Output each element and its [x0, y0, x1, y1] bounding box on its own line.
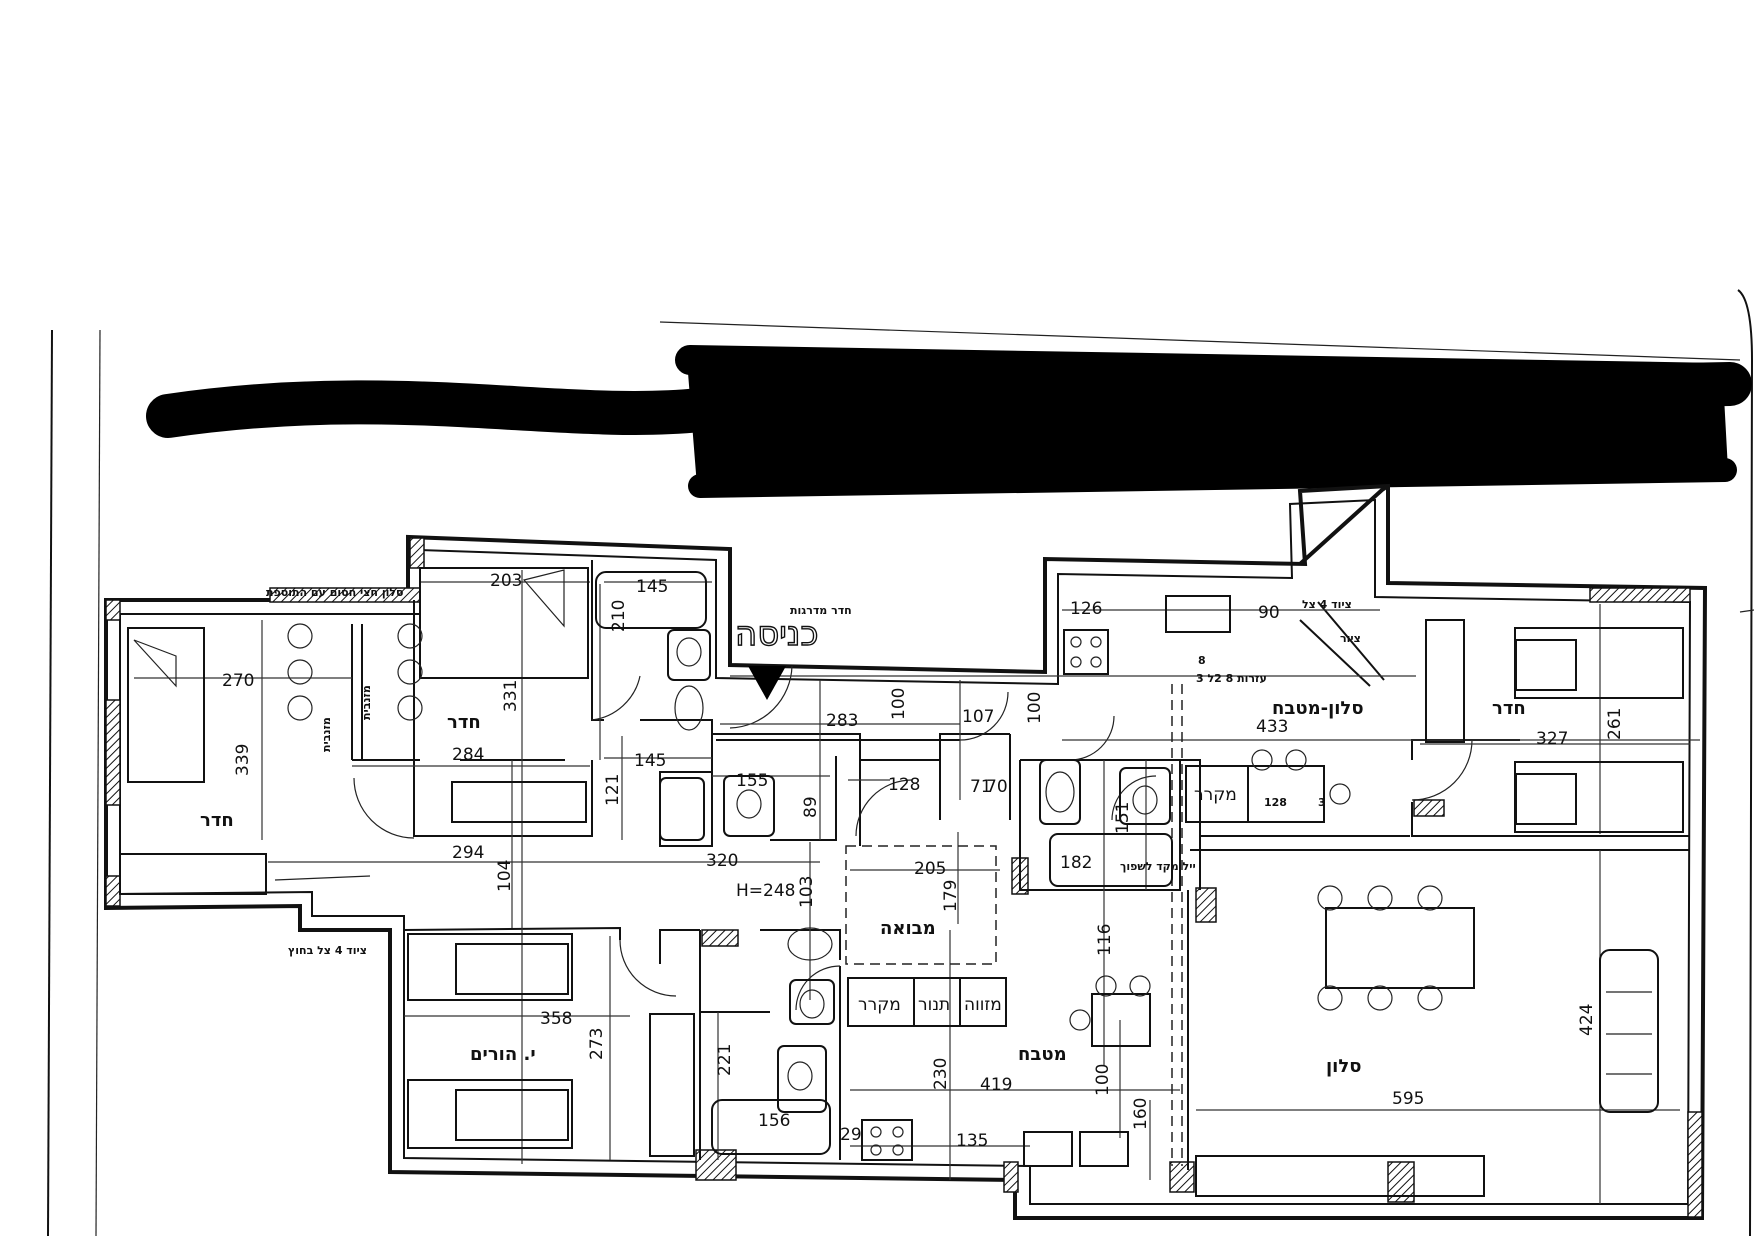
dim-89: 89	[801, 796, 821, 818]
dim-126: 126	[1070, 599, 1102, 619]
dim-90: 90	[1258, 603, 1280, 623]
room-label-kitchen: מטבח	[1018, 1044, 1067, 1065]
dim-261: 261	[1605, 708, 1625, 740]
dim-145: 145	[636, 577, 668, 597]
note-outdoor-unit: ציוד 4 צל בחוץ	[288, 944, 367, 957]
room-label-living: סלון	[1326, 1056, 1361, 1077]
dimension-lines	[134, 570, 1700, 1204]
dim-273: 273	[587, 1028, 607, 1060]
dim-29: 29	[840, 1125, 862, 1145]
note-3: 3	[1318, 796, 1326, 809]
dim-121: 121	[603, 774, 623, 806]
room-label-east: חדר	[1492, 698, 1526, 719]
note-living-semi: סלון חצי חסום עם התוספת	[266, 586, 404, 599]
dashed-lines	[845, 684, 1183, 1166]
room-label-entry-hall: מבואה	[880, 918, 936, 939]
dim-155: 155	[736, 771, 768, 791]
room-label-living-kitchen: סלון-מטבח	[1272, 698, 1364, 719]
oven-label: תנור	[918, 995, 950, 1015]
dim-294: 294	[452, 843, 484, 863]
dim-284: 284	[452, 745, 484, 765]
dim-182: 182	[1060, 853, 1092, 873]
dim-595: 595	[1392, 1089, 1424, 1109]
dim-327: 327	[1536, 729, 1568, 749]
fridge-label-upper: מקרר	[1194, 785, 1237, 805]
room-labels: כניסה חדר חדר חדר סלון-מטבח מבואה מטבח ס…	[200, 613, 1526, 1077]
room-label-north: חדר	[447, 712, 481, 733]
dim-135: 135	[956, 1131, 988, 1151]
dim-100-c: 100	[1093, 1064, 1113, 1096]
note-equipment-north: ציוד 4 צל	[1302, 598, 1352, 611]
dim-419: 419	[980, 1075, 1012, 1095]
height-label: H=248	[736, 881, 795, 901]
dim-151: 151	[1113, 802, 1133, 834]
kitchen-counters	[847, 765, 1325, 1027]
dim-103: 103	[797, 876, 817, 908]
dim-104: 104	[495, 860, 515, 892]
entrance-label: כניסה	[735, 614, 818, 654]
dim-424: 424	[1577, 1004, 1597, 1036]
dim-160: 160	[1131, 1098, 1151, 1130]
dim-320: 320	[706, 851, 738, 871]
dim-128: 128	[888, 775, 920, 795]
dim-270: 270	[222, 671, 254, 691]
note-wardrobe-a: מזנבית	[360, 685, 373, 720]
room-label-west: חדר	[200, 810, 234, 831]
room-label-parents: י. הורים	[470, 1044, 536, 1065]
dim-283: 283	[826, 711, 858, 731]
entrance-arrow-icon	[748, 666, 786, 700]
stoves	[861, 629, 1109, 1161]
dim-179: 179	[941, 880, 961, 912]
dim-71: 71	[970, 777, 992, 797]
sanitary-fixtures	[595, 571, 1231, 1167]
dim-107: 107	[962, 707, 994, 727]
dim-433: 433	[1256, 717, 1288, 737]
dim-100: 100	[889, 688, 909, 720]
note-stairwell: חדר מדרגות	[790, 604, 852, 617]
dim-203: 203	[490, 571, 522, 591]
dimension-labels: 203 145 270 339 331 284 210 145 121 155 …	[222, 571, 1625, 1151]
exterior-walls	[104, 483, 1708, 1220]
fixture-labels: מקרר מקרר תנור מזווה	[858, 785, 1237, 1015]
note-service: 3 עזרות 8 2ל	[1196, 672, 1267, 685]
fridge-label-lower: מקרר	[858, 995, 901, 1015]
dim-145-b: 145	[634, 751, 666, 771]
dim-230: 230	[931, 1058, 951, 1090]
dim-100-b: 100	[1025, 692, 1045, 724]
dim-331: 331	[501, 680, 521, 712]
sheet-border	[47, 289, 1754, 1237]
dim-70: 70	[986, 777, 1008, 797]
note-128: 128	[1264, 796, 1287, 809]
note-labels: חדר מדרגות סלון חצי חסום עם התוספת ציוד …	[266, 586, 1361, 957]
dim-210: 210	[609, 600, 629, 632]
note-balcony: ציור	[1340, 632, 1361, 645]
note-laundry: ייל מקד לשפוך	[1120, 860, 1196, 873]
dim-116: 116	[1095, 924, 1115, 956]
pantry-label: מזווה	[964, 995, 1002, 1015]
interior-walls	[351, 560, 1690, 1170]
dim-358: 358	[540, 1009, 572, 1029]
striped-units	[119, 619, 1577, 1197]
tables-and-chairs	[287, 623, 1659, 1113]
dim-221: 221	[715, 1044, 735, 1076]
note-8: 8	[1198, 654, 1206, 667]
note-wardrobe-b: מזנבית	[320, 717, 333, 752]
redaction-scribble	[146, 345, 1752, 498]
dim-156: 156	[758, 1111, 790, 1131]
dim-205: 205	[914, 859, 946, 879]
dim-339: 339	[233, 744, 253, 776]
balcony-shaft	[1298, 484, 1390, 687]
